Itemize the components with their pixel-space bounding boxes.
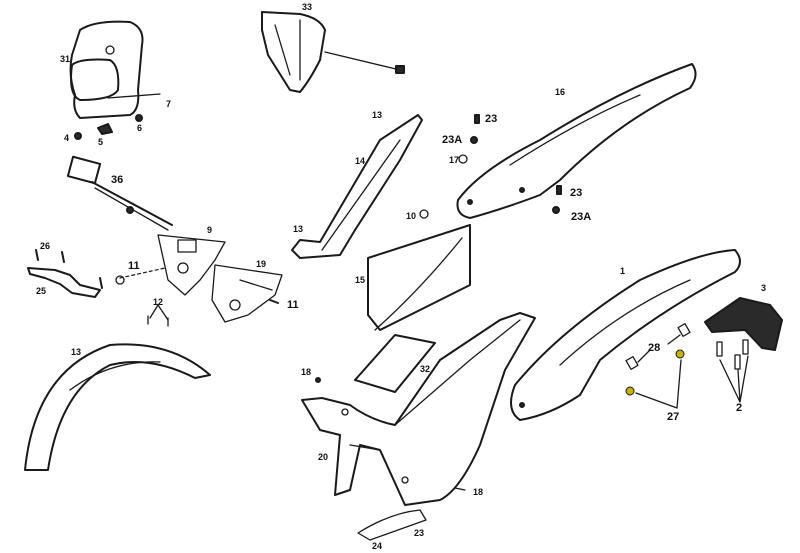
label-5: 5 [98,137,103,147]
side-cover-right-part[interactable] [211,264,283,323]
label-23-bottom: 23 [414,528,424,538]
tail-part[interactable] [704,297,783,351]
hardware-top[interactable] [419,114,562,219]
label-12: 12 [153,297,163,307]
label-25: 25 [36,286,46,296]
label-23a-top: 23A [442,134,462,146]
label-13-lower: 13 [293,224,303,234]
label-23-top: 23 [485,113,497,125]
label-23-mid: 23 [570,187,582,199]
label-4: 4 [64,133,69,143]
label-2: 2 [736,402,742,414]
label-18-bottom: 18 [473,487,483,497]
label-26: 26 [40,241,50,251]
label-36: 36 [111,174,123,186]
frame-cover-part[interactable] [301,312,536,506]
side-cover-left-part[interactable] [115,234,226,296]
label-19: 19 [256,259,266,269]
front-fender-part[interactable] [24,343,211,471]
label-28: 28 [648,342,660,354]
label-7: 7 [166,99,171,109]
label-11-left: 11 [128,260,140,272]
screw-18-bottom[interactable] [454,487,466,491]
pad-part[interactable] [354,334,436,393]
bolts-2[interactable] [716,339,749,403]
cable-part[interactable] [66,155,173,231]
label-14: 14 [355,156,365,166]
label-32: 32 [420,364,430,374]
label-20: 20 [318,452,328,462]
bracket-part[interactable] [27,249,103,298]
rear-fender-lower-part[interactable] [510,249,741,421]
label-24: 24 [372,541,382,551]
guard-part[interactable] [357,509,427,541]
spacers-28-bolts-27[interactable] [625,323,691,409]
label-16: 16 [555,87,565,97]
label-13-fender: 13 [71,347,81,357]
label-33: 33 [302,2,312,12]
label-1: 1 [620,266,625,276]
label-13-top: 13 [372,110,382,120]
headlight-cowl-part[interactable] [69,20,161,140]
label-15: 15 [355,275,365,285]
screw-18-top[interactable] [315,377,321,383]
rear-fender-upper-part[interactable] [456,63,697,219]
label-23a-mid: 23A [571,211,591,223]
label-11-right: 11 [287,299,299,311]
label-3: 3 [761,283,766,293]
label-6: 6 [137,123,142,133]
upper-bracket-part[interactable] [261,11,405,93]
side-panel-part[interactable] [291,114,423,259]
panel-part[interactable] [367,224,471,331]
clips-part[interactable] [147,304,169,327]
label-17: 17 [449,155,459,165]
label-27: 27 [667,411,679,423]
label-9: 9 [207,225,212,235]
label-10: 10 [406,211,416,221]
label-31: 31 [60,54,70,64]
label-18-top: 18 [301,367,311,377]
